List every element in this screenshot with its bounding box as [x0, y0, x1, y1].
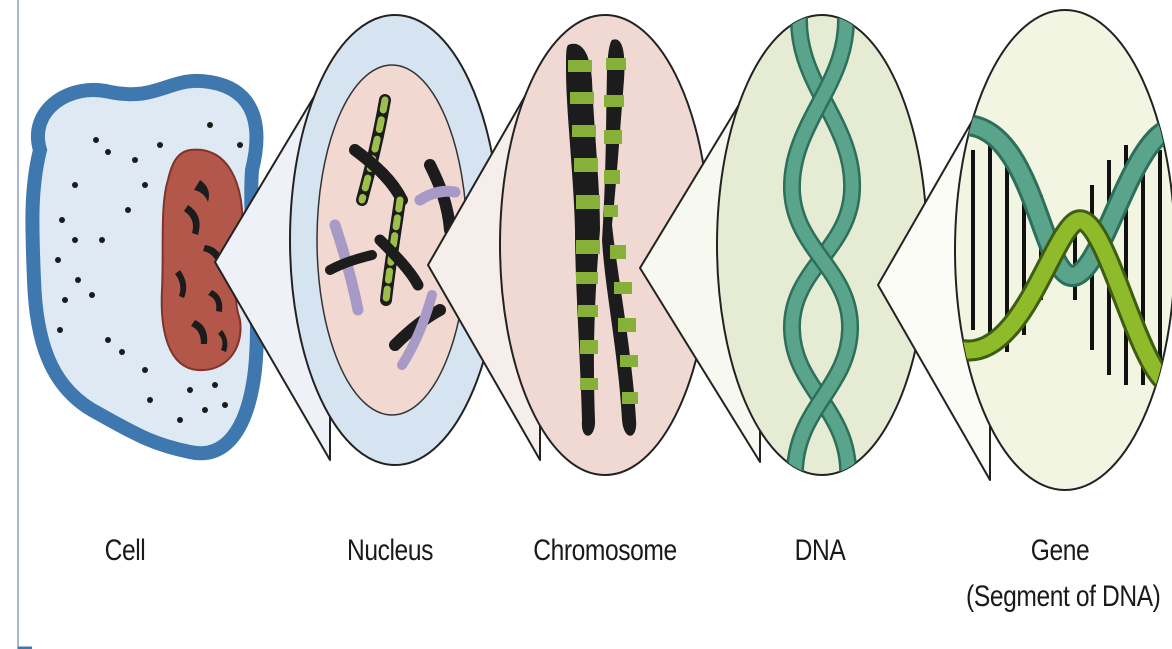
- label-gene: Gene: [1019, 531, 1101, 571]
- label-dna: DNA: [779, 531, 861, 571]
- label-cell: Cell: [88, 531, 162, 571]
- dna-bubble: [717, 5, 927, 480]
- label-gene-subtitle: (Segment of DNA): [966, 577, 1158, 617]
- label-nucleus: Nucleus: [337, 531, 444, 571]
- gene-bubble: [955, 10, 1172, 490]
- label-chromosome: Chromosome: [527, 531, 683, 571]
